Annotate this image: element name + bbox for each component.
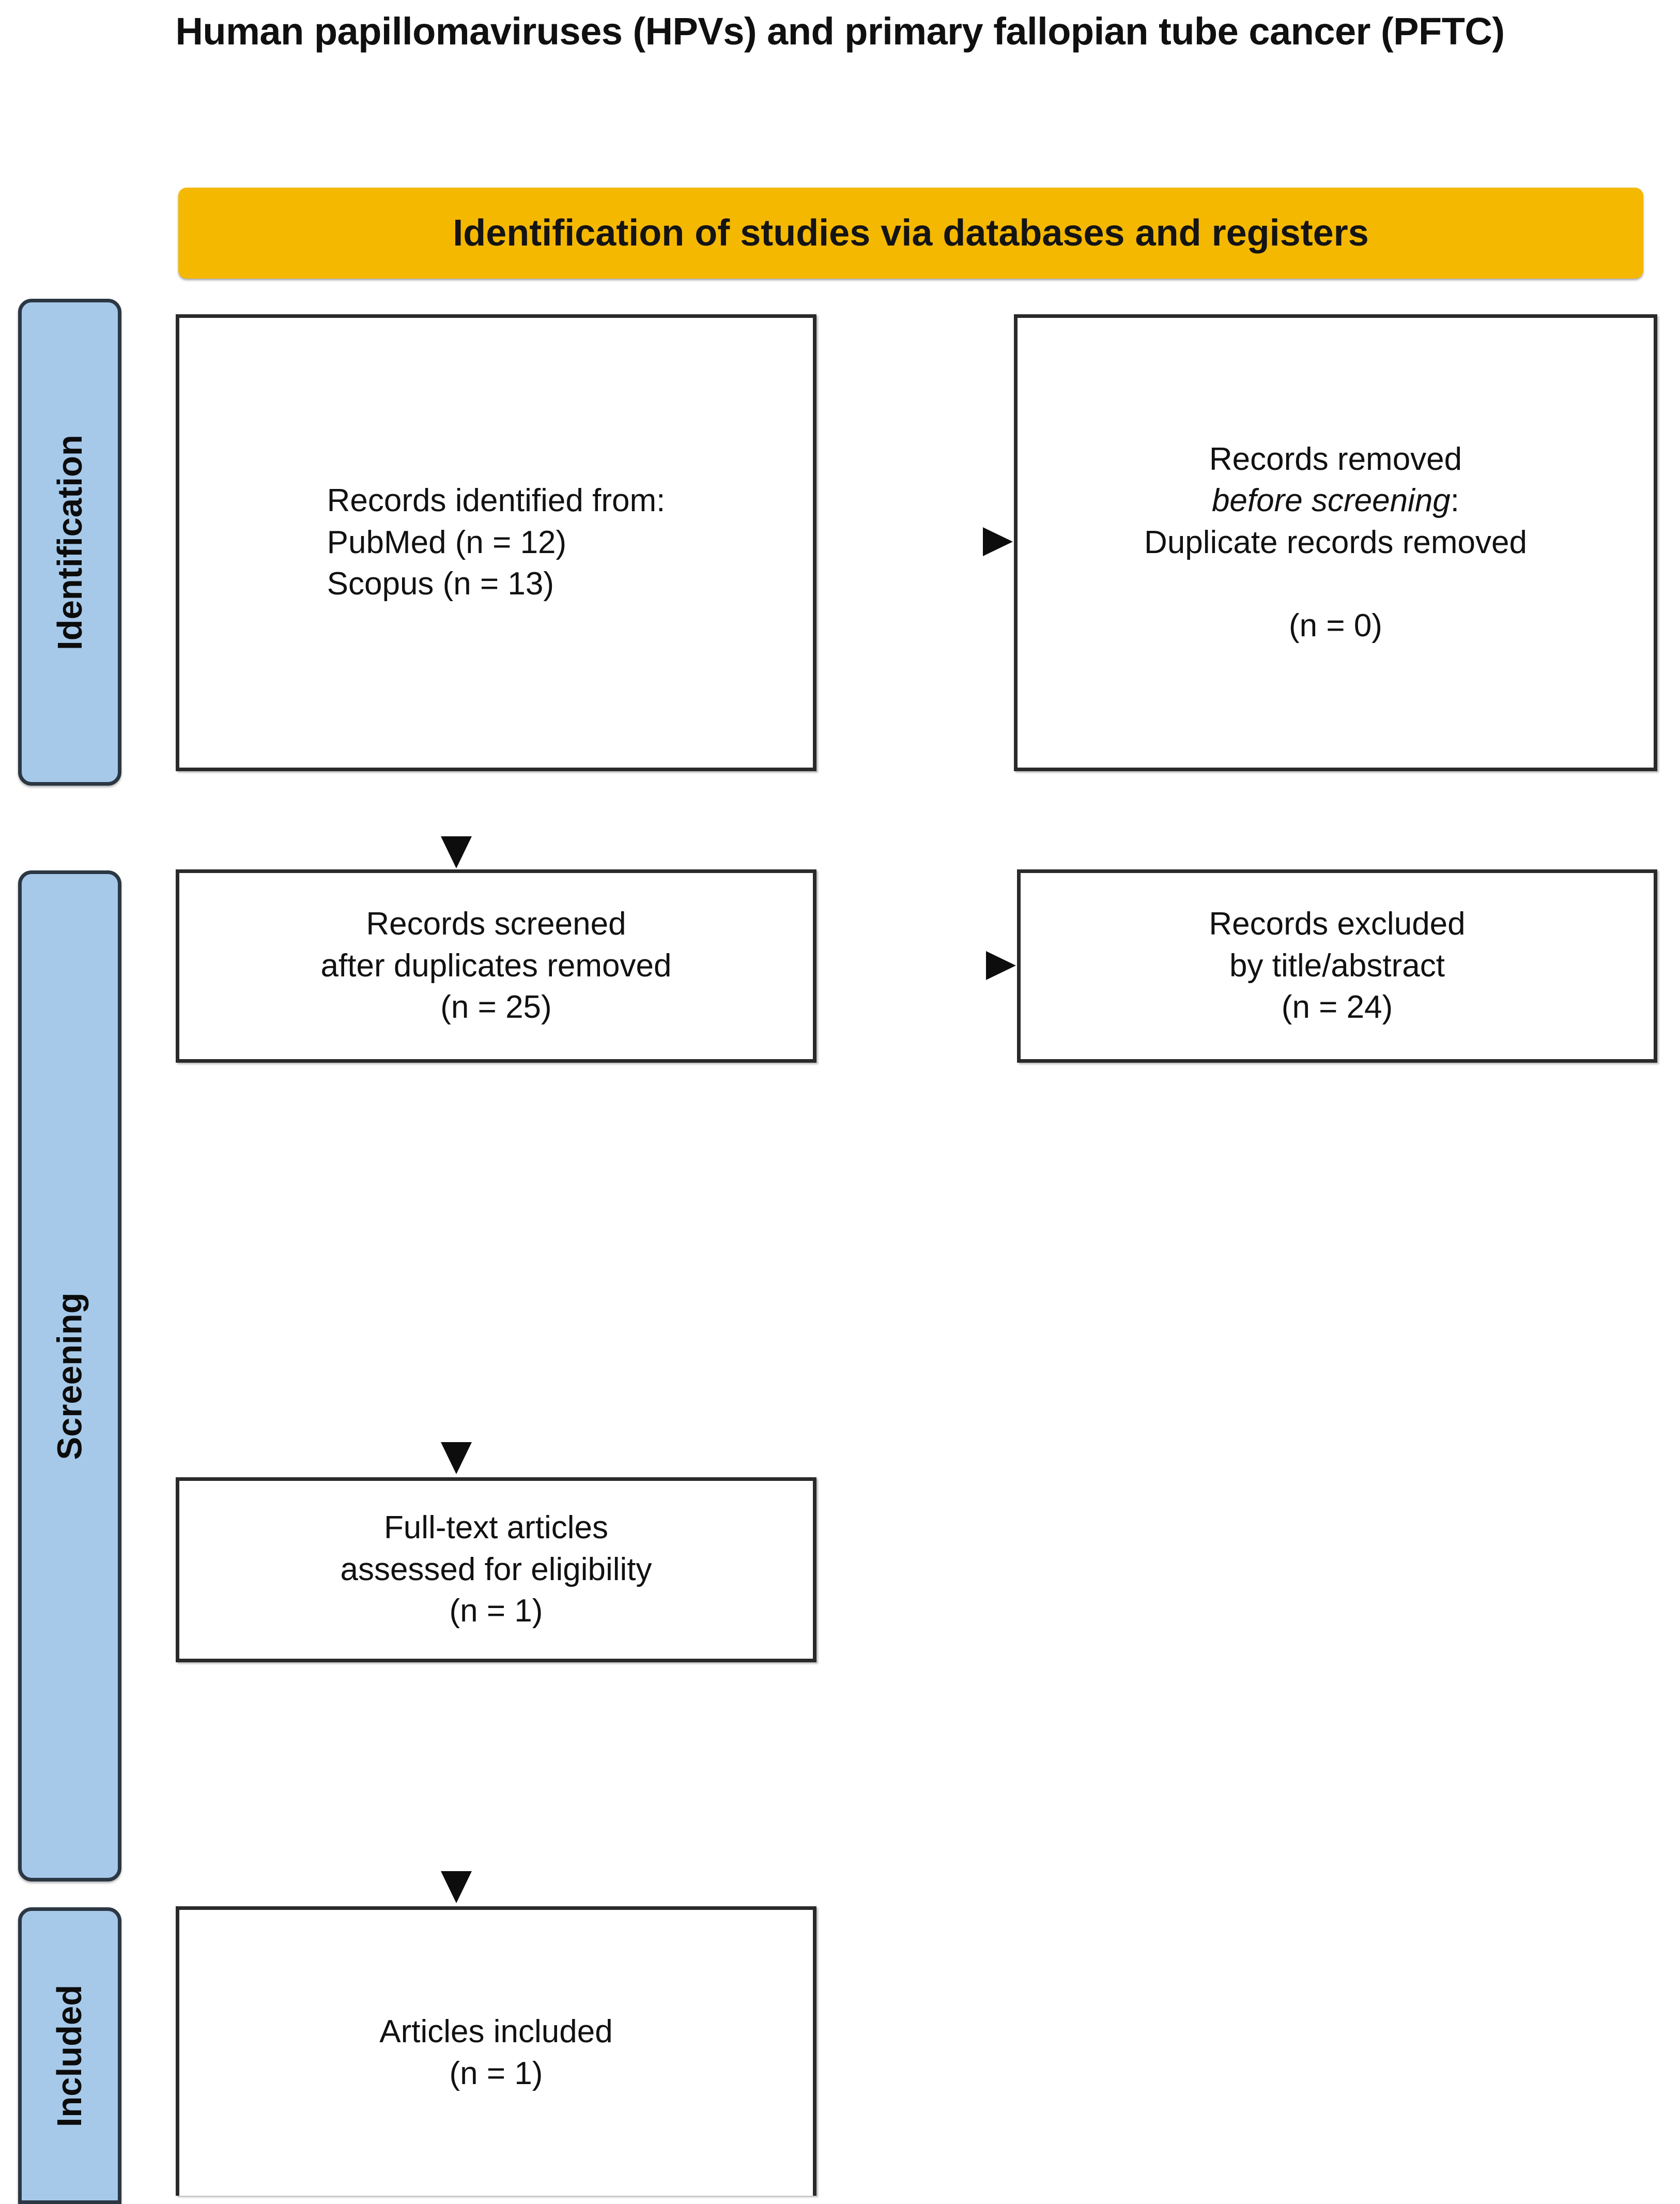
arrow-down-icon-identified-to-screened xyxy=(441,836,472,868)
box-articles-included: Articles included (n = 1) xyxy=(176,1906,816,2196)
box-records-screened-text: Records screened after duplicates remove… xyxy=(320,906,672,1026)
arrow-right-icon-screened-to-excluded xyxy=(986,951,1016,980)
box-records-screened: Records screened after duplicates remove… xyxy=(176,869,816,1063)
stage-sidebar-screening-label: Screening xyxy=(50,1292,89,1460)
stage-sidebar-included: Included xyxy=(18,1907,121,2204)
box-records-removed-line2-suffix: : xyxy=(1450,483,1460,519)
box-records-excluded-text: Records excluded by title/abstract (n = … xyxy=(1209,906,1466,1026)
arrow-down-icon-screened-to-fulltext xyxy=(441,1442,472,1474)
arrow-right-icon-identified-to-removed xyxy=(983,527,1013,556)
arrow-down-icon-fulltext-to-included xyxy=(441,1871,472,1903)
box-articles-included-text: Articles included (n = 1) xyxy=(379,2013,613,2091)
box-fulltext-assessed: Full-text articles assessed for eligibil… xyxy=(176,1477,816,1662)
box-records-removed-count: (n = 0) xyxy=(1289,607,1382,644)
box-records-removed-line3: Duplicate records removed xyxy=(1144,524,1527,560)
stage-sidebar-identification: Identification xyxy=(18,299,121,786)
box-records-removed: Records removed before screening: Duplicat… xyxy=(1014,314,1657,771)
box-records-removed-text: Records removed before screening: Duplicat… xyxy=(1144,439,1527,647)
identification-banner: Identification of studies via databases … xyxy=(178,188,1643,279)
box-records-removed-line1: Records removed xyxy=(1209,441,1462,477)
figure-title: Human papillomaviruses (HPVs) and primar… xyxy=(175,10,1505,53)
box-records-identified: Records identified from: PubMed (n = 12)… xyxy=(176,314,816,771)
identification-banner-label: Identification of studies via databases … xyxy=(453,212,1369,254)
box-records-identified-text: Records identified from: PubMed (n = 12)… xyxy=(327,483,666,602)
stage-sidebar-identification-label: Identification xyxy=(50,434,89,650)
box-fulltext-assessed-text: Full-text articles assessed for eligibil… xyxy=(340,1510,652,1629)
box-records-excluded: Records excluded by title/abstract (n = … xyxy=(1017,869,1657,1063)
box-records-removed-line2-italic: before screening xyxy=(1211,483,1451,519)
stage-sidebar-screening: Screening xyxy=(18,870,121,1881)
stage-sidebar-included-label: Included xyxy=(50,1984,89,2127)
